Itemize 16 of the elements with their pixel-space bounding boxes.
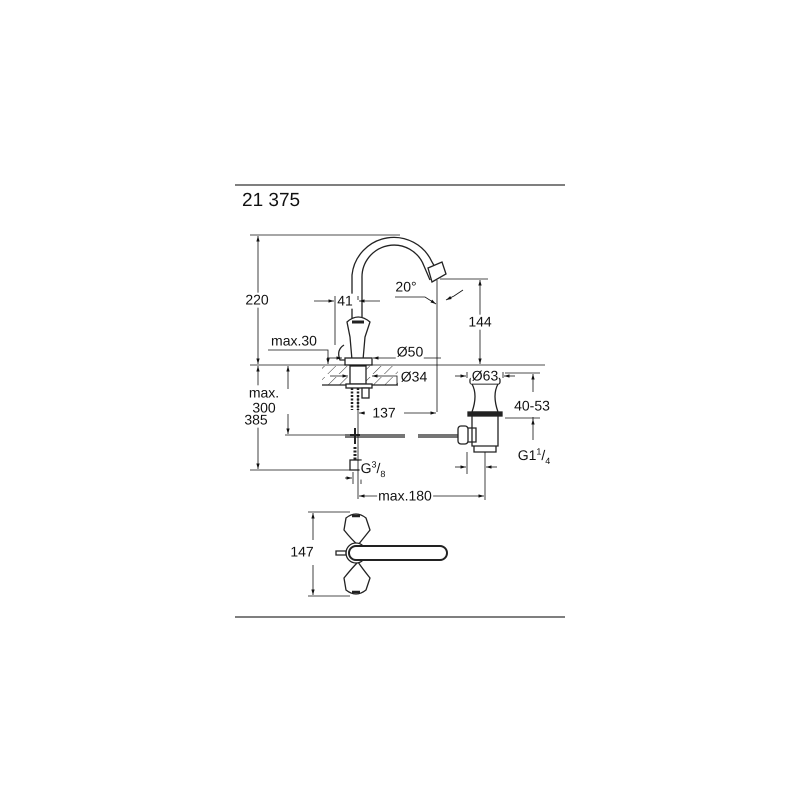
dimension-label: 41 — [336, 294, 354, 308]
dimension-label: 144 — [467, 314, 493, 330]
dimension-label: max.180 — [377, 488, 433, 504]
product-number: 21 375 — [242, 190, 300, 212]
dimension-label: 40-53 — [513, 398, 551, 414]
dimension-label: 137 — [371, 406, 397, 420]
dimension-label: 220 — [244, 292, 270, 308]
dimension-label: 147 — [289, 544, 315, 560]
dimension-label: Ø50 — [396, 344, 424, 360]
dimension-label: Ø63 — [470, 368, 500, 384]
dimension-label: Ø34 — [400, 370, 428, 384]
dimension-label: 385 — [243, 412, 269, 428]
dimension-label: G$^{3}$/$_{8}$ — [360, 460, 386, 480]
dimension-label: 20° — [394, 280, 418, 294]
dimension-label: max.30 — [270, 334, 318, 348]
dimension-label: G1$^{1}$/$_{4}$ — [516, 448, 552, 466]
